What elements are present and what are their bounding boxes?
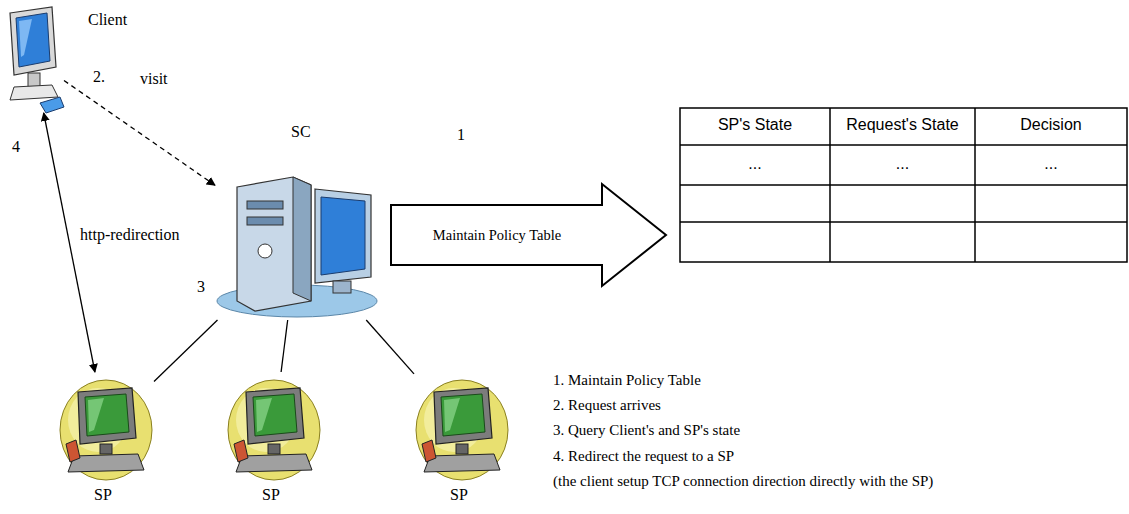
sp-computer: SP [226,372,322,484]
legend-note: 2. Request arrives [553,397,661,414]
table-cell: ... [830,155,975,173]
node-label: Client [88,11,127,29]
table-column-line [829,108,831,262]
link-line [281,320,288,372]
node-label: SP [262,486,280,504]
edge-label: http-redirection [78,226,182,244]
link-line [366,320,414,374]
client-computer: Client [2,5,64,113]
node-label: SP [94,486,112,504]
table-row-line [680,144,1127,146]
table-lines [680,108,1127,262]
arrow-line [64,81,215,186]
callout-number: 2. [93,68,105,86]
arrow-label: Maintain Policy Table [390,227,604,244]
edge-label: visit [138,70,170,88]
legend-note: 3. Query Client's and SP's state [553,422,740,439]
sp-computer: SP [58,372,154,484]
server-computer: SC [215,165,380,320]
legend-note: (the client setup TCP connection directi… [553,473,933,490]
client-icon [2,5,64,113]
table-row-line [680,184,1127,186]
table-cell: ... [975,155,1127,173]
sp-computer: SP [414,372,510,484]
sp-icon [414,372,510,484]
sp-icon [58,372,154,484]
sp-icon [226,372,322,484]
table-header: Request's State [830,116,975,134]
callout-number: 1 [457,126,465,144]
legend-note: 1. Maintain Policy Table [553,372,701,389]
table-column-line [974,108,976,262]
table-row-line [680,221,1127,223]
link-line [154,320,217,382]
table-header: SP's State [680,116,830,134]
node-label: SP [450,486,468,504]
table-cell: ... [680,155,830,173]
callout-number: 4 [12,138,20,156]
server-icon [215,165,380,320]
table-header: Decision [975,116,1127,134]
table-border [680,108,1127,262]
callout-number: 3 [197,278,205,296]
block-arrow: Maintain Policy Table [390,183,668,287]
node-label: SC [291,123,311,141]
legend-note: 4. Redirect the request to a SP [553,448,734,465]
